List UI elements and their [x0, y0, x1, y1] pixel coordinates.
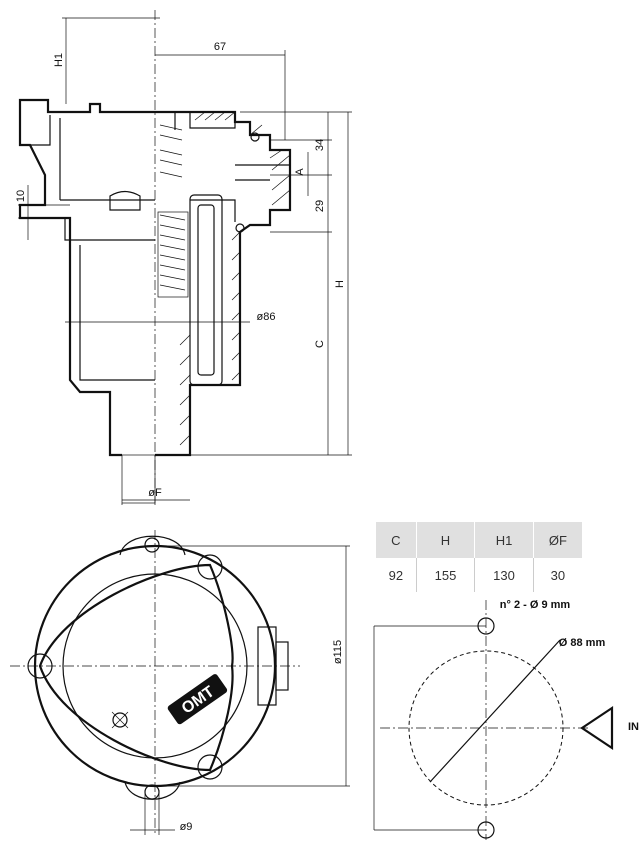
inlet-label: IN — [628, 721, 639, 733]
dim-h: H — [334, 280, 346, 288]
dim-c: C — [314, 340, 326, 348]
value-h: 155 — [415, 558, 475, 592]
holes-label: n° 2 - Ø 9 mm — [500, 599, 571, 611]
dim-34: 34 — [314, 139, 326, 151]
dim-h1: H1 — [53, 53, 65, 67]
dim-10: 10 — [15, 190, 27, 202]
dim-f: øF — [148, 487, 162, 499]
dim-67: 67 — [214, 41, 226, 53]
header-f: ØF — [532, 522, 582, 558]
dim-a: A — [294, 168, 306, 176]
dim-29: 29 — [314, 200, 326, 212]
dimension-table: C H H1 ØF 92 155 130 30 — [376, 522, 582, 592]
mounting-pattern: n° 2 - Ø 9 mm Ø 88 mm IN — [373, 599, 639, 840]
circle-label: Ø 88 mm — [559, 637, 606, 649]
header-c: C — [376, 522, 417, 558]
header-h1: H1 — [474, 522, 534, 558]
omt-logo: OMT — [167, 674, 228, 725]
plan-view: OMT ø115 ø9 — [10, 530, 350, 835]
section-view: H1 67 34 A — [15, 10, 352, 505]
value-h1: 130 — [474, 558, 534, 592]
dim-9: ø9 — [180, 821, 193, 833]
header-h: H — [415, 522, 475, 558]
table-row: 92 155 130 30 — [376, 558, 582, 592]
dim-115: ø115 — [332, 640, 344, 664]
value-c: 92 — [388, 567, 404, 583]
dim-86: ø86 — [257, 311, 276, 323]
value-f: 30 — [532, 558, 582, 592]
table-header-row: C H H1 ØF — [376, 522, 582, 558]
